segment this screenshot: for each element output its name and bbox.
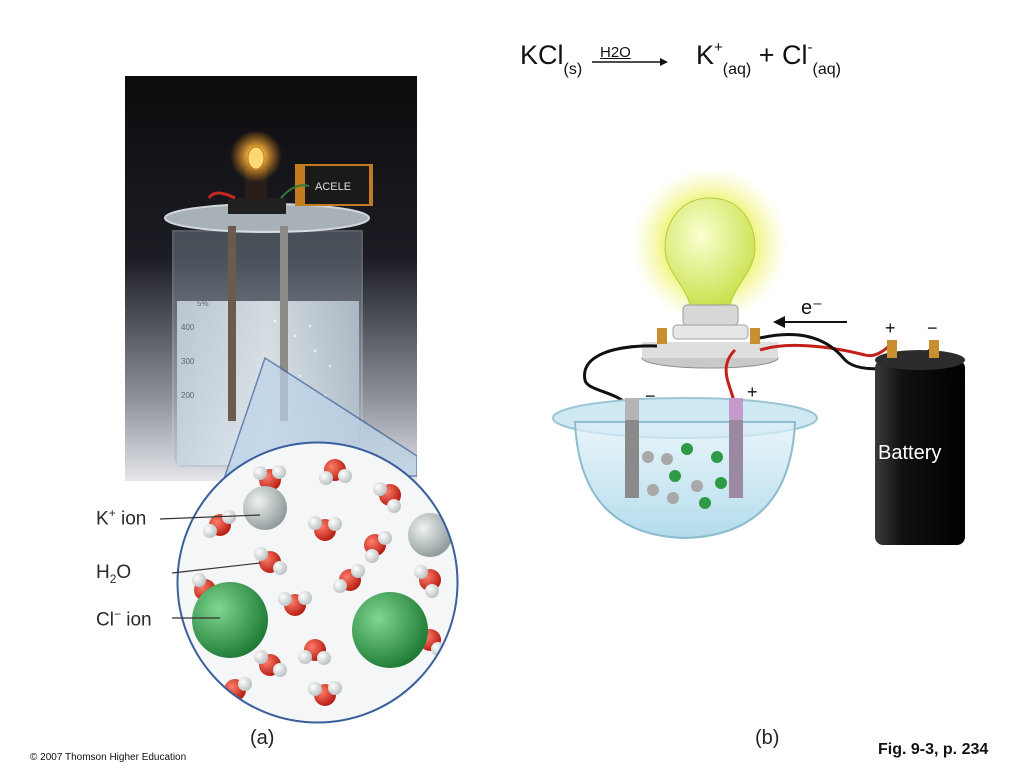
potassium-ion (408, 513, 452, 557)
chloride-ion (192, 582, 268, 658)
electrode-minus-label: − (645, 386, 656, 406)
dissolved-ions (642, 443, 727, 509)
reaction-arrow-icon (592, 58, 668, 66)
caption-b: (b) (755, 727, 780, 749)
equation-products: K+(aq) + Cl-(aq) (696, 39, 841, 78)
beaker-mark: 300 (181, 357, 195, 366)
battery-brand: ACELE (315, 181, 351, 193)
label-leader-lines (159, 514, 261, 619)
conductivity-apparatus: e⁻ − + + − Battery (552, 170, 965, 545)
electron-label: e⁻ (801, 297, 823, 319)
label-cl-ion: Cl− ion (96, 607, 152, 631)
chloride-ion (352, 592, 428, 668)
beaker-mark: 200 (181, 391, 195, 400)
label-water: H2O (96, 562, 132, 586)
label-k-ion: K+ ion (96, 506, 147, 530)
potassium-ion (243, 486, 287, 530)
beaker-photo: ACELE 5% 400 300 200 (125, 76, 417, 481)
beaker-mark: 5% (197, 299, 209, 308)
electrode-plus-label: + (747, 382, 758, 402)
reaction-condition: H2O (600, 44, 631, 61)
figure-reference: Fig. 9-3, p. 234 (878, 741, 989, 758)
battery-label: Battery (878, 442, 941, 464)
molecular-zoom-view (176, 441, 459, 724)
chemical-equation: KCl(s) H2O K+(aq) + Cl-(aq) (520, 39, 920, 90)
caption-a: (a) (250, 727, 275, 749)
battery-minus-label: − (927, 318, 938, 338)
equation-reactant: KCl(s) (520, 40, 583, 78)
copyright-notice: © 2007 Thomson Higher Education (30, 752, 187, 763)
battery-plus-label: + (885, 318, 896, 338)
beaker-mark: 400 (181, 323, 195, 332)
